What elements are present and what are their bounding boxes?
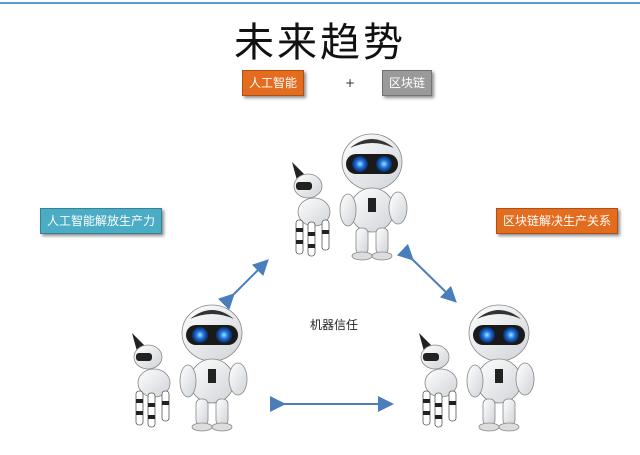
ai-tag: 人工智能 — [242, 70, 305, 96]
top-rule — [0, 2, 640, 4]
right-side-tag: 区块链解决生产关系 — [496, 208, 619, 234]
page-title: 未来趋势 — [234, 20, 406, 66]
arrow-top-left — [217, 259, 269, 311]
left-side-tag: 人工智能解放生产力 — [40, 208, 163, 234]
blockchain-tag: 区块链 — [382, 70, 433, 96]
plus-sign: + — [345, 76, 356, 90]
robot-top-illustration — [291, 133, 408, 261]
robot-bottom-left-illustration — [131, 304, 248, 432]
arrow-top-right — [396, 243, 457, 303]
robot-bottom-right-illustration — [418, 304, 535, 432]
center-label: 机器信任 — [310, 318, 359, 332]
